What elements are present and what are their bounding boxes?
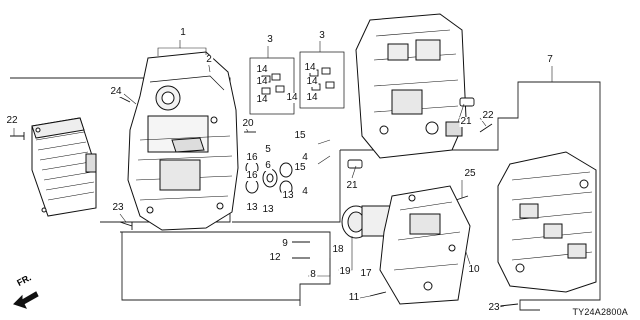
callout-number: 7 — [546, 54, 554, 65]
callout-number: 13 — [261, 204, 275, 215]
callout-number: 16 — [245, 170, 259, 181]
callout-number: 8 — [309, 269, 317, 280]
callout-number: 14 — [255, 64, 269, 75]
callout-number: 18 — [331, 244, 345, 255]
control-unit — [31, 117, 97, 217]
front-arrow — [13, 291, 39, 309]
callout-number: 23 — [487, 302, 501, 313]
filter-assembly — [341, 185, 471, 305]
pins — [347, 97, 475, 169]
callout-number: 9 — [281, 238, 289, 249]
callout-number: 14 — [255, 76, 269, 87]
callout-number: 4 — [301, 186, 309, 197]
callout-number: 15 — [293, 162, 307, 173]
callout-number: 14 — [305, 92, 319, 103]
valve-housing — [355, 13, 467, 159]
callout-number: 17 — [359, 268, 373, 279]
callout-number: 14 — [305, 76, 319, 87]
callout-number: 21 — [345, 180, 359, 191]
callout-number: 13 — [281, 190, 295, 201]
diagram-code: TY24A2800A — [572, 307, 628, 317]
callout-number: 12 — [268, 252, 282, 263]
transmission-case — [127, 51, 239, 231]
callout-number: 14 — [303, 62, 317, 73]
callout-number: 2 — [205, 54, 213, 65]
callout-number: 22 — [5, 115, 19, 126]
callout-number: 23 — [111, 202, 125, 213]
callout-number: 24 — [109, 86, 123, 97]
callout-number: 11 — [347, 292, 361, 303]
screws — [10, 95, 519, 307]
callout-number: 6 — [264, 160, 272, 171]
callout-number: 16 — [245, 152, 259, 163]
callout-number: 20 — [241, 118, 255, 129]
callout-number: 22 — [481, 110, 495, 121]
callout-number: 15 — [293, 130, 307, 141]
callout-number: 14 — [285, 92, 299, 103]
callout-number: 5 — [264, 144, 272, 155]
control-valve-body — [497, 151, 597, 293]
callout-number: 14 — [255, 94, 269, 105]
callout-number: 19 — [338, 266, 352, 277]
callout-number: 21 — [459, 116, 473, 127]
callout-number: 3 — [318, 30, 326, 41]
callout-number: 1 — [179, 27, 187, 38]
callout-number: 25 — [463, 168, 477, 179]
callout-number: 13 — [245, 202, 259, 213]
callout-number: 4 — [301, 152, 309, 163]
callout-number: 3 — [266, 34, 274, 45]
callout-number: 10 — [467, 264, 481, 275]
